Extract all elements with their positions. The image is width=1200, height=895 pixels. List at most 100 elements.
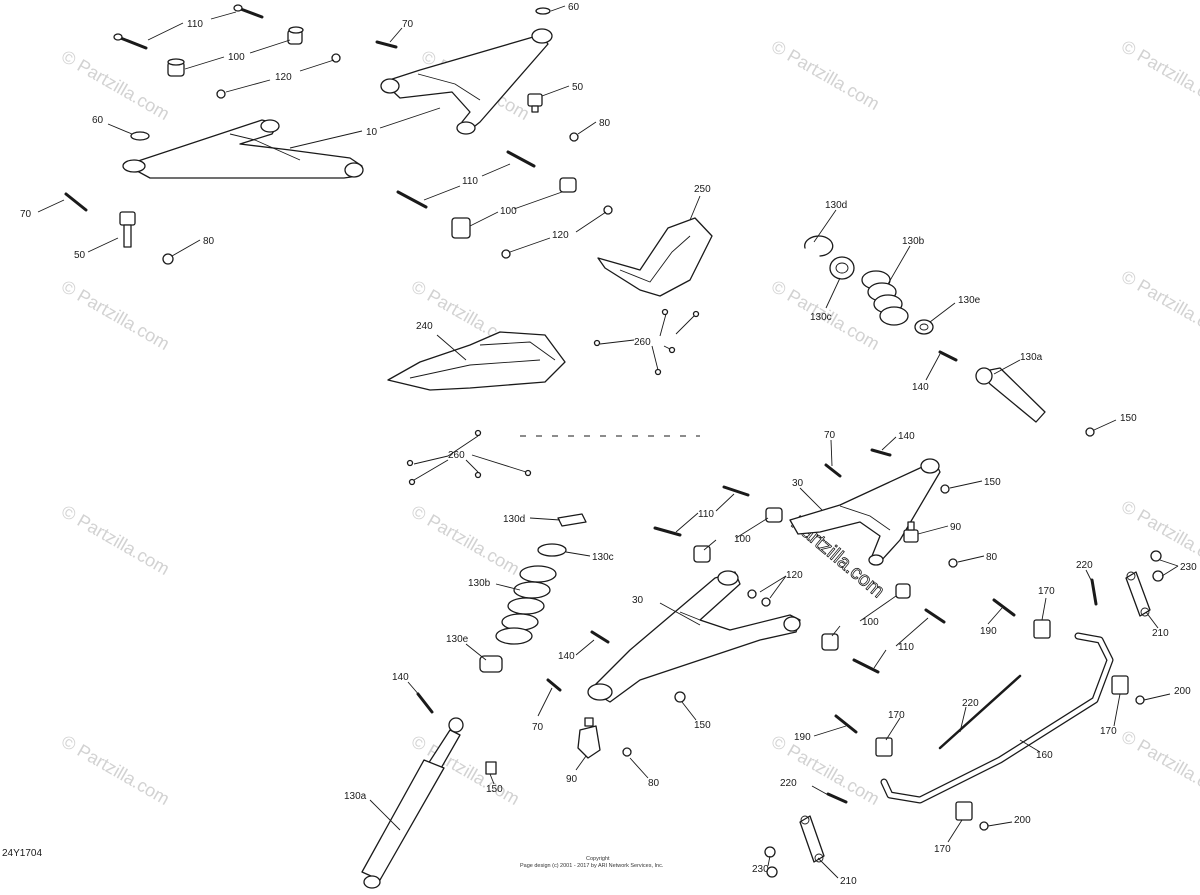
callout-230: 230 <box>1180 562 1197 573</box>
callout-10: 10 <box>366 127 378 138</box>
bracket-170-right <box>1033 619 1051 639</box>
callout-230: 230 <box>752 864 769 875</box>
nut-120-mid2 <box>747 589 771 607</box>
callout-100: 100 <box>862 617 879 628</box>
callout-190: 190 <box>794 732 811 743</box>
bracket-170-b <box>955 801 973 821</box>
callout-190: 190 <box>980 626 997 637</box>
a-arm-10-upper <box>380 28 553 135</box>
callout-130c: 130c <box>810 312 832 323</box>
callout-140: 140 <box>558 651 575 662</box>
callout-140: 140 <box>392 672 409 683</box>
leader-lines <box>37 5 1179 879</box>
watermark: © Partzilla.com <box>768 36 883 114</box>
bolt-110-top <box>113 4 264 50</box>
bushing-100-low <box>821 583 911 651</box>
callout-120: 120 <box>552 230 569 241</box>
callout-110: 110 <box>898 642 914 653</box>
callout-120: 120 <box>275 72 292 83</box>
callout-50: 50 <box>74 250 86 261</box>
callout-240: 240 <box>416 321 433 332</box>
circlip-60-left <box>130 131 150 141</box>
callout-110: 110 <box>187 19 203 30</box>
nut-230-b <box>764 846 778 878</box>
callout-170: 170 <box>888 710 905 721</box>
bolt-110-mid2 <box>653 485 750 537</box>
callout-130a: 130a <box>1020 352 1043 363</box>
ball-joint-90-right <box>903 521 919 543</box>
bolt-220-b <box>826 792 848 804</box>
circlip-60-top <box>535 7 551 15</box>
bolt-70-top <box>375 40 398 49</box>
callout-260: 260 <box>448 450 465 461</box>
callout-170: 170 <box>934 844 951 855</box>
screws-260-b <box>406 429 700 486</box>
callout-80: 80 <box>203 236 215 247</box>
callout-60: 60 <box>92 115 104 126</box>
spring-seat-130c-left <box>537 543 567 557</box>
callout-60: 60 <box>568 2 580 13</box>
adjuster-130e-right <box>914 319 934 335</box>
callout-170: 170 <box>1100 726 1117 737</box>
watermark: © Partzilla.com <box>58 276 173 354</box>
callout-130c: 130c <box>592 552 614 563</box>
watermark: © Partzilla.com <box>768 731 883 809</box>
a-arm-30-upper <box>789 458 941 566</box>
callout-260: 260 <box>634 337 651 348</box>
link-210-b <box>799 815 825 863</box>
nut-150-right <box>1085 427 1095 437</box>
a-arm-10-lower <box>122 119 364 179</box>
nut-120-mid <box>501 205 613 259</box>
bolt-140-low <box>590 630 610 644</box>
callout-150: 150 <box>694 720 711 731</box>
callout-130d: 130d <box>503 514 525 525</box>
callout-200: 200 <box>1174 686 1191 697</box>
callout-100: 100 <box>500 206 517 217</box>
link-210-right <box>1125 571 1151 617</box>
ball-joint-50-left <box>119 211 136 248</box>
callout-80: 80 <box>648 778 660 789</box>
callout-150: 150 <box>486 784 503 795</box>
callout-210: 210 <box>840 876 857 887</box>
callout-50: 50 <box>572 82 584 93</box>
bolt-220-right <box>1090 578 1098 606</box>
bolt-70-mid <box>824 463 842 478</box>
spring-retainer-130d-left <box>557 513 587 527</box>
bushing-100-mid2 <box>693 507 783 563</box>
spring-130b-right <box>861 270 909 326</box>
watermark: © Partzilla.com <box>1118 36 1200 114</box>
watermark: © Partzilla.com <box>58 46 173 124</box>
callout-120: 120 <box>786 570 803 581</box>
callout-30: 30 <box>632 595 644 606</box>
callout-110: 110 <box>698 509 714 520</box>
spring-130b-left <box>495 565 557 645</box>
callout-130b: 130b <box>468 578 491 589</box>
callout-80: 80 <box>986 552 998 563</box>
nut-200-b <box>979 821 989 831</box>
callout-250: 250 <box>694 184 711 195</box>
watermark: © Partzilla.com <box>1118 266 1200 344</box>
screws-260-a <box>593 308 700 376</box>
watermark: © Partzilla.com <box>408 501 523 579</box>
shock-130a-left <box>361 717 464 889</box>
copyright-line-2: Page design (c) 2001 - 2017 by ARI Netwo… <box>520 863 664 869</box>
callout-130e: 130e <box>446 634 469 645</box>
callout-220: 220 <box>780 778 797 789</box>
bracket-170-rr <box>1111 675 1129 695</box>
bolt-110-mid <box>396 150 536 209</box>
callout-100: 100 <box>734 534 751 545</box>
ball-joint-90-low <box>577 717 601 759</box>
bolt-190-right <box>992 598 1016 617</box>
a-arm-30-lower <box>587 570 801 703</box>
callout-labels: 110 100 120 70 60 50 80 10 60 70 50 80 1… <box>20 2 1197 887</box>
parts-layer <box>64 4 1164 889</box>
callout-70: 70 <box>532 722 544 733</box>
callout-160: 160 <box>1036 750 1053 761</box>
callout-220: 220 <box>1076 560 1093 571</box>
bushing-100-mid <box>451 177 577 239</box>
nut-80-low <box>622 747 632 757</box>
callout-90: 90 <box>950 522 962 533</box>
nut-150-low <box>674 691 686 703</box>
bracket-240 <box>387 331 566 391</box>
spring-seat-130c-right <box>829 256 855 280</box>
